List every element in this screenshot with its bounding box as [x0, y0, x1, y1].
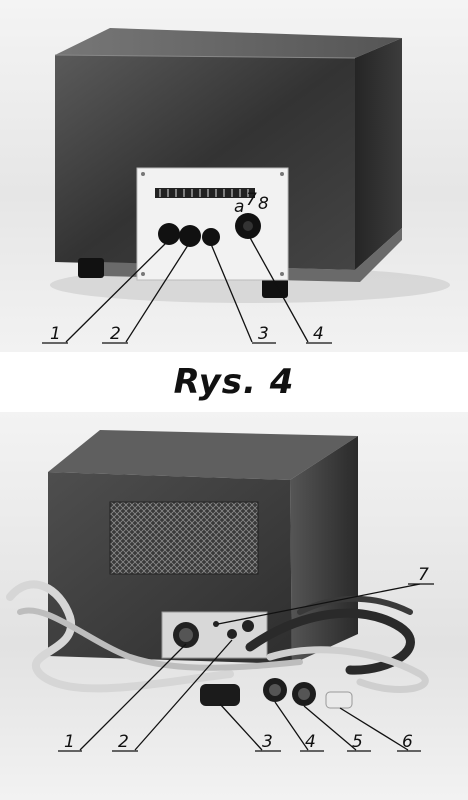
callout-3: 3 — [258, 324, 269, 344]
callout-2: 2 — [110, 324, 121, 344]
callout-3: 3 — [262, 732, 273, 752]
callout-5: 5 — [352, 732, 363, 752]
callout-4: 4 — [313, 324, 324, 344]
dial-mark-2: 7 — [246, 190, 257, 210]
button-2 — [179, 225, 201, 247]
plug-6 — [325, 691, 353, 709]
dial-mark-1: a — [234, 197, 244, 217]
foot-left — [78, 258, 104, 278]
button-1 — [158, 223, 180, 245]
plugs — [200, 678, 353, 709]
control-panel: a 7 8 — [136, 167, 289, 281]
callout-1: 1 — [64, 732, 75, 752]
figure-caption: Rys. 4 — [173, 362, 295, 402]
socket-2 — [227, 629, 237, 639]
dial-mark-3: 8 — [258, 194, 269, 214]
foot-right — [262, 278, 288, 298]
front-view-photo: a 7 8 1 2 3 4 — [0, 0, 468, 352]
socket-7 — [213, 621, 219, 627]
callout-2: 2 — [118, 732, 129, 752]
callout-7: 7 — [418, 565, 429, 585]
scale-display — [155, 188, 255, 198]
lamp-3 — [202, 228, 220, 246]
callout-4: 4 — [305, 732, 316, 752]
plug-3 — [200, 684, 240, 706]
ventilation-grille — [109, 501, 259, 575]
callout-6: 6 — [402, 732, 413, 752]
rear-view-photo: 1 2 3 4 5 6 7 — [0, 412, 468, 800]
callout-1: 1 — [50, 324, 61, 344]
